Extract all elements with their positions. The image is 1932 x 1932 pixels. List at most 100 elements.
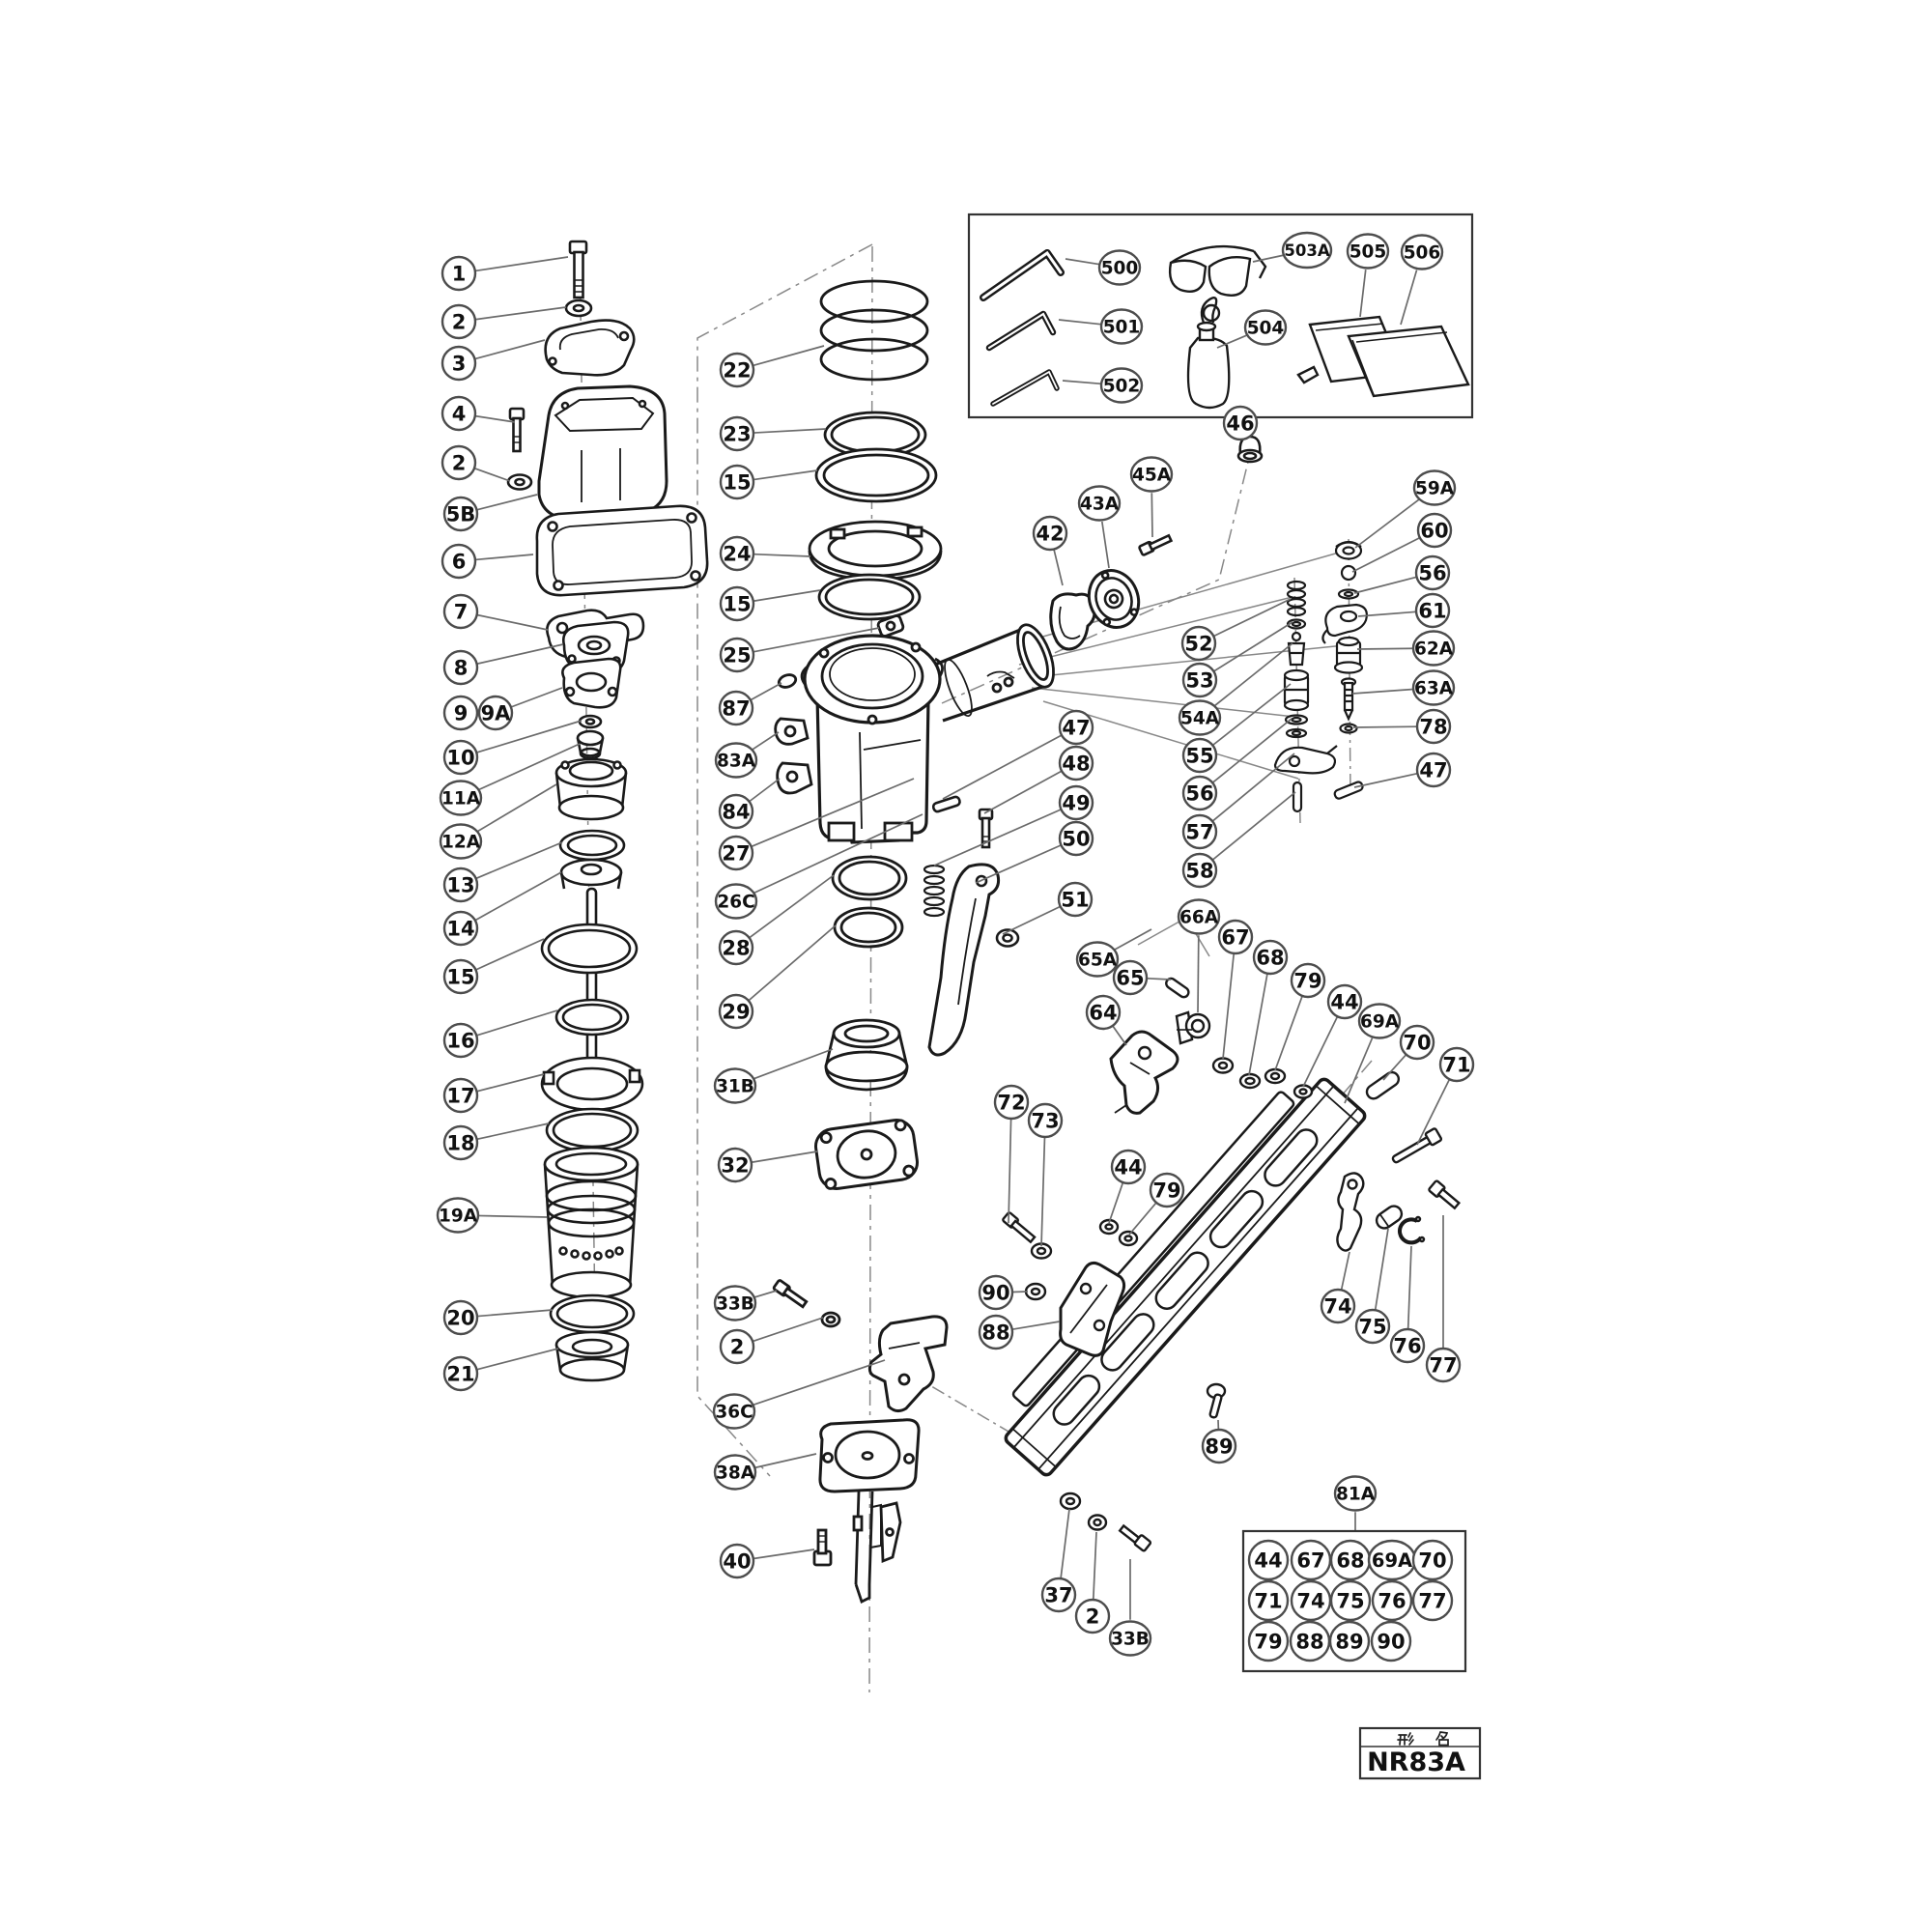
balloon-label: 2 xyxy=(1086,1605,1100,1629)
accessory-box-frame xyxy=(967,213,1474,419)
balloon-28: 28 xyxy=(718,929,754,966)
leader-line-27 xyxy=(751,778,915,848)
washer-37 xyxy=(1059,1492,1082,1511)
balloon-75: 75 xyxy=(1354,1308,1391,1345)
balloon-label: 33B xyxy=(716,1294,754,1315)
leader-line-68 xyxy=(1248,973,1268,1076)
balloon-502: 502 xyxy=(1099,367,1144,404)
valve-stack-1 xyxy=(1273,580,1364,813)
leader-line-7 xyxy=(476,613,549,631)
bolt-45A xyxy=(1138,533,1174,556)
balloon-label: 54A xyxy=(1180,709,1220,729)
balloon-47: 47 xyxy=(1058,709,1094,746)
safety-glasses-503A xyxy=(1168,244,1267,297)
balloon-label: 67 xyxy=(1221,926,1249,950)
leader-line-57 xyxy=(1211,753,1295,822)
balloon-73: 73 xyxy=(1027,1102,1064,1139)
leader-line-29 xyxy=(748,924,837,1002)
balloon-label: 50 xyxy=(1062,828,1090,851)
model-number: NR83A xyxy=(1367,1747,1465,1777)
leader-line-19A xyxy=(476,1214,548,1218)
balloon-label: 90 xyxy=(981,1282,1009,1305)
balloon-label: 79 xyxy=(1293,970,1321,993)
balloon-2: 2 xyxy=(719,1328,755,1365)
balloon-label: 77 xyxy=(1418,1590,1446,1613)
balloon-7: 7 xyxy=(442,593,479,630)
balloon-label: 12A xyxy=(441,833,481,853)
leader-line-15 xyxy=(475,938,545,971)
leader-line-38A xyxy=(753,1453,817,1469)
balloon-label: 43A xyxy=(1080,495,1120,515)
leader-line-56 xyxy=(1211,718,1293,783)
balloon-label: 38A xyxy=(716,1463,755,1484)
rail-slot xyxy=(1154,1251,1209,1310)
balloon-label: 13 xyxy=(446,874,474,897)
balloon-90: 90 xyxy=(978,1274,1014,1311)
o-ring-18 xyxy=(545,1107,639,1153)
balloon-label: 60 xyxy=(1420,520,1448,543)
balloon-52: 52 xyxy=(1180,625,1217,662)
balloon-67: 67 xyxy=(1290,1539,1332,1581)
leader-line-16 xyxy=(475,1009,558,1037)
balloon-label: 504 xyxy=(1247,319,1285,339)
balloon-label: 18 xyxy=(446,1132,474,1155)
o-ring-29 xyxy=(833,906,904,949)
balloon-51: 51 xyxy=(1057,881,1094,918)
balloon-66A: 66A xyxy=(1177,898,1221,935)
balloon-label: 64 xyxy=(1089,1002,1117,1025)
main-body xyxy=(774,623,1055,844)
balloon-67: 67 xyxy=(1217,919,1254,955)
balloon-label: 70 xyxy=(1403,1032,1431,1055)
balloon-label: 84 xyxy=(722,801,750,824)
rail-slot xyxy=(1264,1128,1319,1187)
leader-line-8 xyxy=(476,643,564,666)
balloon-505: 505 xyxy=(1346,233,1390,270)
balloon-label: 5B xyxy=(446,503,476,526)
spring-49 xyxy=(923,864,946,918)
spring-52 xyxy=(1286,580,1307,617)
balloon-1: 1 xyxy=(440,255,477,292)
leader-line-87 xyxy=(750,682,782,701)
balloon-label: 74 xyxy=(1323,1295,1351,1319)
balloon-label: 2 xyxy=(452,452,467,475)
leader-line-53 xyxy=(1212,621,1293,672)
stopper-25 xyxy=(876,614,905,638)
balloon-label: 9 xyxy=(454,702,469,725)
balloon-label: 81A xyxy=(1336,1485,1376,1505)
balloon-22: 22 xyxy=(719,352,755,388)
balloon-21: 21 xyxy=(442,1355,479,1392)
leader-line-2 xyxy=(474,306,567,321)
balloon-label: 47 xyxy=(1419,759,1447,782)
cap-46 xyxy=(1236,435,1264,464)
balloon-77: 77 xyxy=(1411,1579,1454,1622)
balloon-69A: 69A xyxy=(1367,1539,1417,1581)
handle-tube xyxy=(929,623,1055,723)
leader-line-501 xyxy=(1058,319,1103,326)
balloon-label: 88 xyxy=(1295,1631,1323,1654)
valve-piston-54A xyxy=(1287,631,1306,667)
leader-line-61 xyxy=(1357,611,1417,617)
balloon-43A: 43A xyxy=(1077,485,1122,522)
balloon-label: 4 xyxy=(452,403,467,426)
balloon-label: 72 xyxy=(997,1092,1025,1115)
install-line-4 xyxy=(1031,687,1295,718)
leader-line-49 xyxy=(933,809,1062,867)
leader-line-23 xyxy=(753,428,827,434)
balloon-label: 505 xyxy=(1350,242,1387,263)
valve-arm-57 xyxy=(1273,745,1338,775)
leader-line-26C xyxy=(753,813,923,895)
rail-slot xyxy=(1052,1374,1101,1426)
leader-line-15 xyxy=(753,469,818,481)
balloon-501: 501 xyxy=(1099,308,1144,345)
nut-2d xyxy=(820,1311,841,1328)
exhaust-cap-43A xyxy=(1087,569,1141,629)
feeder-parts xyxy=(1002,977,1462,1552)
balloon-label: 65 xyxy=(1116,967,1144,990)
leader-line-40 xyxy=(753,1548,815,1560)
leader-line-2 xyxy=(1092,1531,1097,1601)
balloon-label: 21 xyxy=(446,1363,474,1386)
leader-line-24 xyxy=(753,553,811,557)
pin-47 xyxy=(931,795,961,813)
balloon-label: 52 xyxy=(1184,633,1212,656)
